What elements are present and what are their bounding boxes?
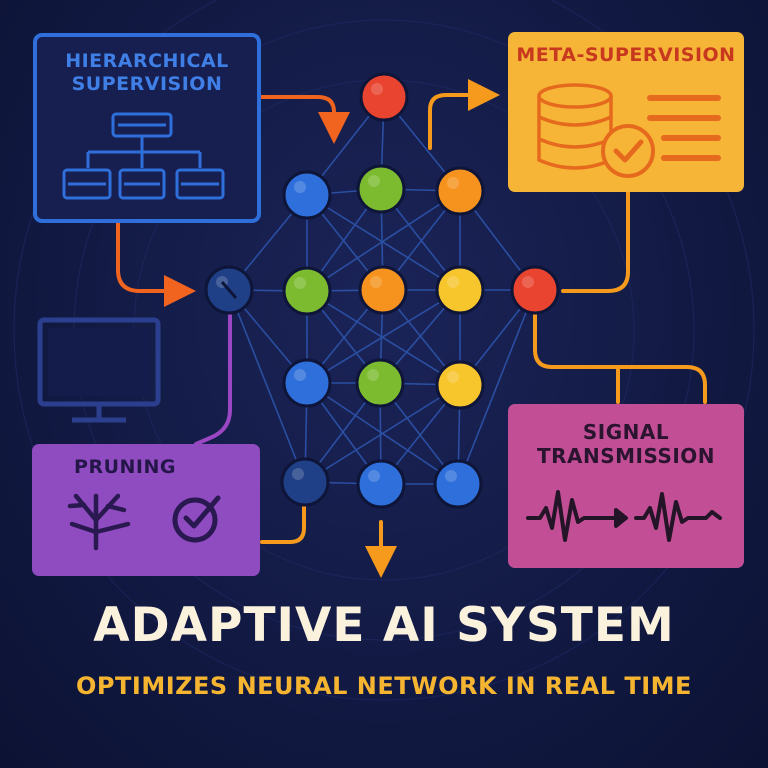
connector-hier-to-input (116, 220, 196, 307)
node-highlight (447, 371, 459, 383)
node-highlight (522, 276, 534, 288)
node-highlight (447, 177, 459, 189)
pruning-panel (32, 444, 260, 576)
node-r4-3 (433, 459, 483, 509)
hierarchical-supervision-label: HIERARCHICAL SUPERVISION (65, 50, 229, 95)
connectors (116, 79, 707, 578)
connector-meta-to-output (561, 190, 630, 293)
node-highlight (371, 83, 383, 95)
node-r4-1 (280, 457, 330, 507)
node-highlight (292, 468, 304, 480)
signal-transmission-label: SIGNAL TRANSMISSION (536, 420, 716, 468)
node-highlight (368, 175, 380, 187)
network-edge (457, 289, 536, 485)
network-edge (228, 289, 306, 483)
node-highlight (294, 181, 306, 193)
node-r2-3 (435, 265, 485, 315)
node-highlight (370, 276, 382, 288)
input-node-mark (220, 281, 238, 299)
node-highlight (447, 276, 459, 288)
hierarchy-icon (62, 112, 225, 200)
node-r1-2 (356, 164, 406, 214)
node-highlight (294, 277, 306, 289)
waveform-icon (526, 490, 722, 542)
main-title: ADAPTIVE AI SYSTEM (93, 598, 675, 653)
node-r1-3 (435, 166, 485, 216)
monitor-icon (37, 317, 161, 423)
hierarchical-supervision-panel (33, 33, 261, 223)
node-highlight (367, 369, 379, 381)
pruning-label: PRUNING (74, 456, 176, 478)
node-r1-1 (282, 170, 332, 220)
node-top (359, 72, 409, 122)
branch-icon (67, 493, 131, 551)
network-edge (306, 190, 461, 292)
node-highlight (368, 470, 380, 482)
meta-supervision-panel (508, 32, 744, 192)
network-edge (306, 194, 461, 291)
node-r3-2 (355, 358, 405, 408)
node-r3-1 (282, 358, 332, 408)
network-edge (306, 289, 461, 384)
node-highlight (445, 470, 457, 482)
network-edge (306, 290, 461, 386)
node-r2-2 (358, 265, 408, 315)
connector-input-to-pruning (194, 310, 232, 446)
node-output (510, 265, 560, 315)
connector-hier-to-top (260, 95, 350, 144)
document-lines-icon (647, 95, 721, 161)
subtitle: OPTIMIZES NEURAL NETWORK IN REAL TIME (76, 672, 692, 700)
meta-supervision-label: META-SUPERVISION (516, 44, 736, 66)
pruning-checkmark-icon (172, 495, 221, 543)
connector-pruning-to-network (260, 503, 306, 544)
node-r3-3 (435, 360, 485, 410)
signal-transmission-panel (508, 404, 744, 568)
connector-top-to-meta (428, 79, 500, 150)
node-highlight (294, 369, 306, 381)
network-nodes (204, 72, 560, 509)
node-r2-1 (282, 266, 332, 316)
network-edge (304, 384, 461, 483)
node-r4-2 (356, 459, 406, 509)
checkmark-icon (601, 124, 655, 178)
